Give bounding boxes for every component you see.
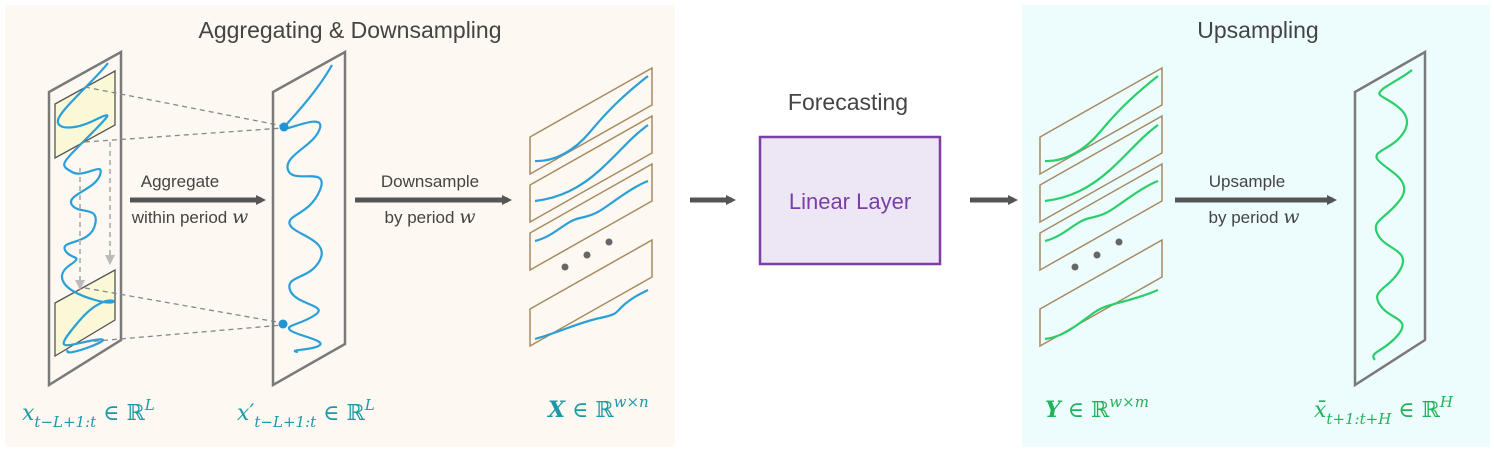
subsequence-box <box>1039 162 1163 272</box>
linear-layer-block: Linear Layer <box>758 135 942 266</box>
aggregate-point-bottom <box>278 319 288 329</box>
aggregate-point-top <box>279 122 289 132</box>
output-series-panel <box>1353 49 1427 388</box>
downsample-step: Downsample by period w <box>355 172 512 228</box>
upsample-period-label: by period w <box>1209 206 1300 228</box>
output-series-label: x̄t+1:t+H ∈ ℝH <box>1314 393 1454 428</box>
subsequence-box <box>529 162 653 272</box>
subsequence-box <box>1039 238 1163 348</box>
aggregate-label: Aggregate <box>141 172 219 191</box>
aggregated-series-panel <box>271 49 347 388</box>
aggregate-period-label: within period w <box>131 206 248 228</box>
subsequence-box <box>1039 114 1163 224</box>
ellipsis-dot <box>561 263 569 271</box>
ellipsis-dot <box>605 238 613 246</box>
downsampled-subsequences <box>529 66 653 348</box>
section-title-aggregating: Aggregating & Downsampling <box>198 17 501 43</box>
section-title-forecasting: Forecasting <box>788 89 908 115</box>
ellipsis-dot <box>583 251 591 259</box>
aggregated-series-label: x′t−L+1:t ∈ ℝL <box>237 396 375 431</box>
input-series-panel <box>47 49 123 388</box>
subsequence-box <box>529 114 653 224</box>
aggregating-section-bg <box>5 5 675 447</box>
linear-layer-label: Linear Layer <box>789 189 911 214</box>
ellipsis-dot <box>1093 251 1101 259</box>
period-window-top <box>54 69 116 160</box>
downsampled-matrix-label: X ∈ ℝw×n <box>546 393 649 423</box>
forecast-subsequences <box>1039 66 1163 348</box>
forecast-matrix-label: Y ∈ ℝw×m <box>1045 393 1149 423</box>
subsequence-box <box>1039 66 1163 176</box>
ellipsis-dot <box>1115 238 1123 246</box>
downsample-label: Downsample <box>381 172 479 191</box>
upsample-label: Upsample <box>1209 172 1286 191</box>
section-title-upsampling: Upsampling <box>1197 17 1318 43</box>
projection-lines <box>84 86 284 343</box>
ellipsis-dot <box>1071 263 1079 271</box>
subsequence-box <box>529 66 653 176</box>
upsampling-section-bg <box>1022 5 1490 447</box>
aggregate-step: Aggregate within period w <box>130 172 266 228</box>
subsequence-box <box>529 238 653 348</box>
input-series-label: xt−L+1:t ∈ ℝL <box>22 396 155 431</box>
downsample-period-label: by period w <box>385 206 476 228</box>
period-window-bottom <box>54 268 116 358</box>
upsample-step: Upsample by period w <box>1175 172 1337 228</box>
